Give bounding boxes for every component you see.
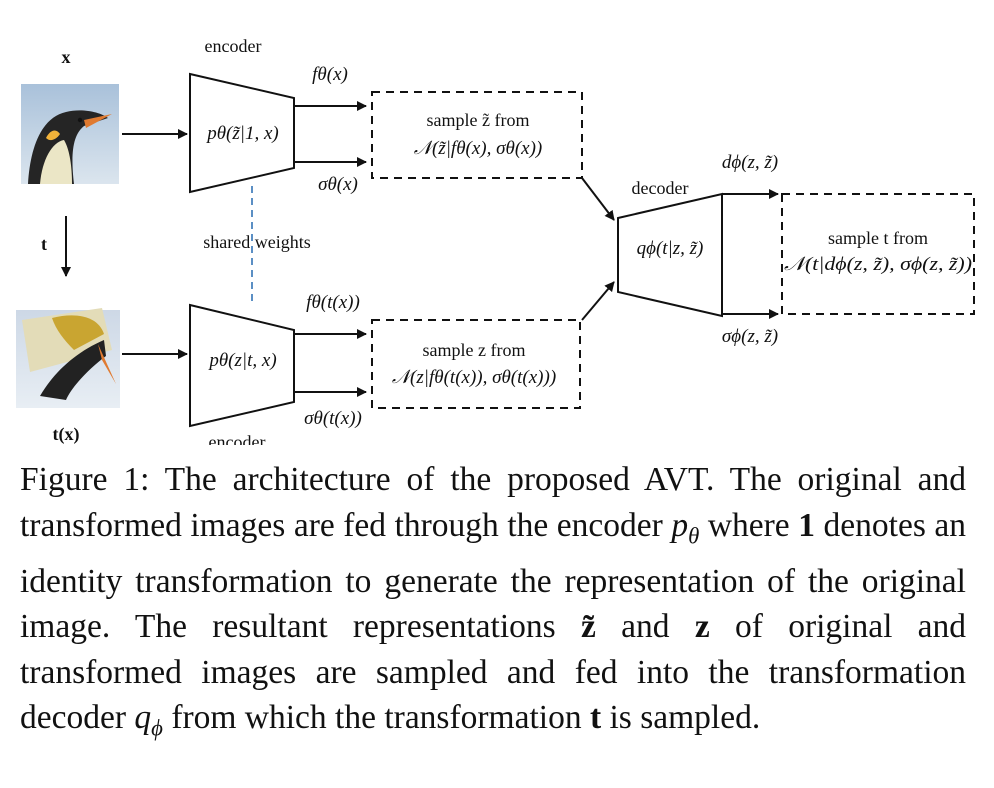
top-sigma-output: σθ(x) [318,174,358,195]
sample-decoder-box [781,193,975,315]
encoder-bottom-expr: pθ(z|t, x) [207,350,276,371]
encoder-top-expr: pθ(z̃|1, x) [205,123,279,144]
sample-bottom-line1: sample z from [423,340,526,360]
sample-bottom-box [371,319,581,409]
dec-sigma-output: σϕ(z, z̃) [722,326,778,347]
bottom-to-decoder-arrow [581,281,615,321]
dec-mean-output: dϕ(z, z̃) [722,152,778,173]
shared-weights-label: shared weights [203,232,310,252]
bottom-mean-output: fθ(t(x)) [306,292,360,313]
penguin-photo [21,84,119,184]
caption-label: Figure 1: [20,461,150,498]
q-phi-symbol: qϕ [134,699,163,741]
z-symbol: z [694,608,710,646]
encoder-bottom-label: encoder [209,432,266,445]
figure-caption: Figure 1: The architecture of the propos… [20,461,967,741]
sample-top-line1: sample z̃ from [427,110,530,130]
tx-label: t(x) [53,424,80,445]
encoder-bottom [189,303,295,428]
x-label: x [62,47,71,67]
top-mean-output: fθ(x) [312,64,348,85]
bottom-sigma-output: σθ(t(x)) [304,408,362,429]
t-label: t [41,234,47,254]
sample-top-line2: 𝒩(z̃|fθ(x), σθ(x)) [414,138,542,159]
z-tilde-symbol: z̃ [581,608,596,646]
p-theta-symbol: pθ [671,506,700,549]
decoder [617,192,723,318]
encoder-top [189,72,295,194]
architecture-diagram: x t t(x) encoder pθ(z̃|1, x) shared weig… [16,36,975,445]
encoder-top-label: encoder [205,36,262,56]
t-symbol: t [589,699,602,737]
sample-decoder-line1: sample t from [828,228,928,248]
sample-bottom-line2: 𝒩(z|fθ(t(x)), σθ(t(x))) [392,367,556,388]
decoder-label: decoder [632,178,689,198]
top-to-decoder-arrow [581,177,615,221]
transformed-penguin-photo [16,308,120,408]
decoder-expr: qϕ(t|z, z̃) [637,238,704,259]
sample-top-box [371,91,583,179]
sample-decoder-line2: 𝒩(t|dϕ(z, z̃), σϕ(z, z̃)) [784,254,972,275]
identity-symbol: 1 [798,506,815,544]
